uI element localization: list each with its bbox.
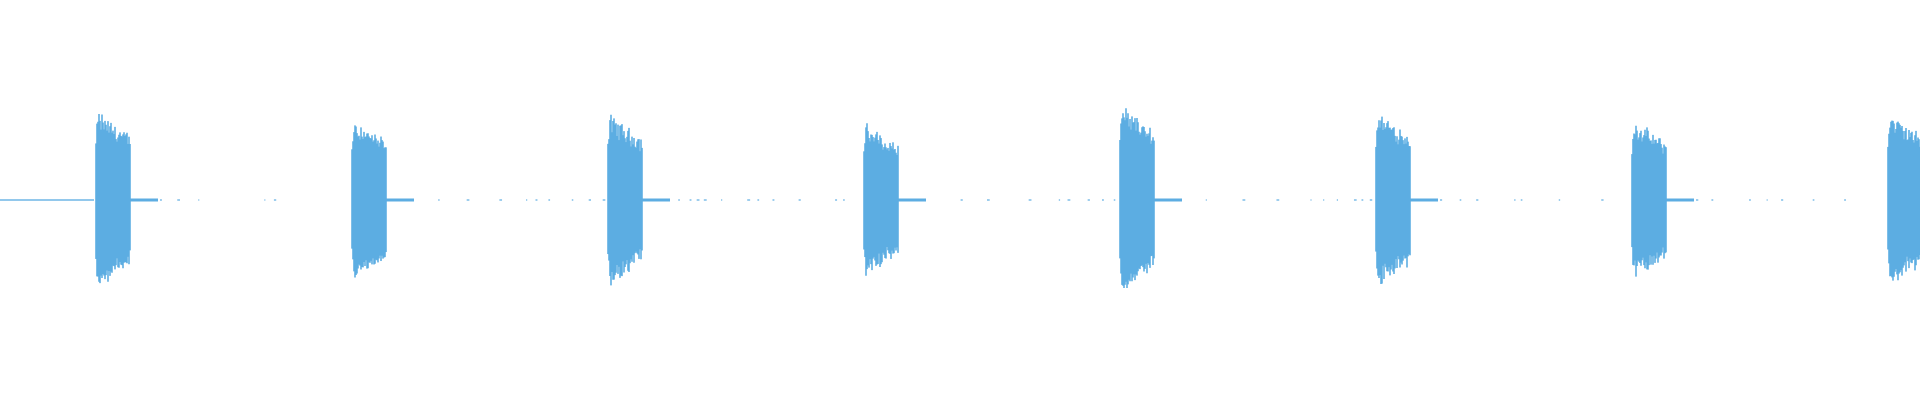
waveform-burst: [95, 114, 158, 284]
waveform-burst: [863, 123, 926, 276]
waveform-burst: [1119, 108, 1182, 289]
waveform-burst: [1375, 116, 1438, 284]
waveform-bursts: [0, 108, 1920, 289]
waveform-burst: [351, 125, 414, 278]
waveform-burst: [1631, 125, 1694, 277]
waveform-burst: [1887, 120, 1920, 281]
waveform-burst: [607, 114, 670, 286]
